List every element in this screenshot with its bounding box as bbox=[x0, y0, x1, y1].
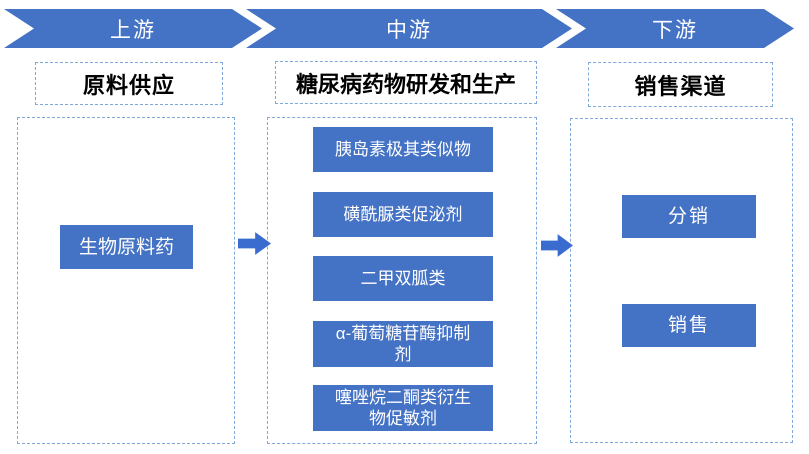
section-title-drug-rd-and-production: 糖尿病药物研发和生产 bbox=[275, 61, 537, 104]
item-label: 生物原料药 bbox=[78, 236, 174, 258]
section-title-sales-channels: 销售渠道 bbox=[588, 62, 773, 107]
section-title-label: 销售渠道 bbox=[634, 73, 727, 99]
item-label: 磺酰脲类促泌剂 bbox=[343, 205, 463, 224]
item-sales: 销售 bbox=[622, 304, 756, 347]
item-biological-api: 生物原料药 bbox=[60, 225, 193, 269]
banner-upstream: 上游 bbox=[4, 9, 262, 48]
item-insulin-analogues: 胰岛素极其类似物 bbox=[313, 127, 493, 172]
arrow-right-icon bbox=[541, 234, 573, 257]
banner-midstream: 中游 bbox=[246, 9, 572, 48]
banner-downstream: 下游 bbox=[556, 9, 794, 48]
item-label: 二甲双胍类 bbox=[360, 269, 446, 288]
banner-midstream-label: 中游 bbox=[386, 18, 432, 42]
item-alpha-glucosidase-inhibitors: α-葡萄糖苷酶抑制 剂 bbox=[313, 321, 493, 367]
banner-downstream-label: 下游 bbox=[652, 18, 698, 42]
item-thiazolidinedione-sensitizers: 噻唑烷二酮类衍生 物促敏剂 bbox=[313, 385, 493, 431]
item-label: α-葡萄糖苷酶抑制 剂 bbox=[335, 324, 471, 364]
banner-upstream-label: 上游 bbox=[110, 18, 156, 42]
item-distribution: 分销 bbox=[622, 195, 756, 238]
section-title-label: 原料供应 bbox=[82, 72, 175, 98]
section-title-raw-material-supply: 原料供应 bbox=[35, 62, 223, 105]
item-sulfonylurea-secretagogues: 磺酰脲类促泌剂 bbox=[313, 192, 493, 237]
item-label: 噻唑烷二酮类衍生 物促敏剂 bbox=[335, 388, 471, 428]
section-title-label: 糖尿病药物研发和生产 bbox=[295, 71, 516, 97]
item-label: 胰岛素极其类似物 bbox=[335, 140, 471, 159]
item-label: 分销 bbox=[667, 206, 710, 227]
item-label: 销售 bbox=[667, 315, 710, 336]
section-box-downstream bbox=[570, 118, 793, 443]
section-box-upstream bbox=[17, 117, 235, 444]
item-metformin-class: 二甲双胍类 bbox=[313, 256, 493, 301]
